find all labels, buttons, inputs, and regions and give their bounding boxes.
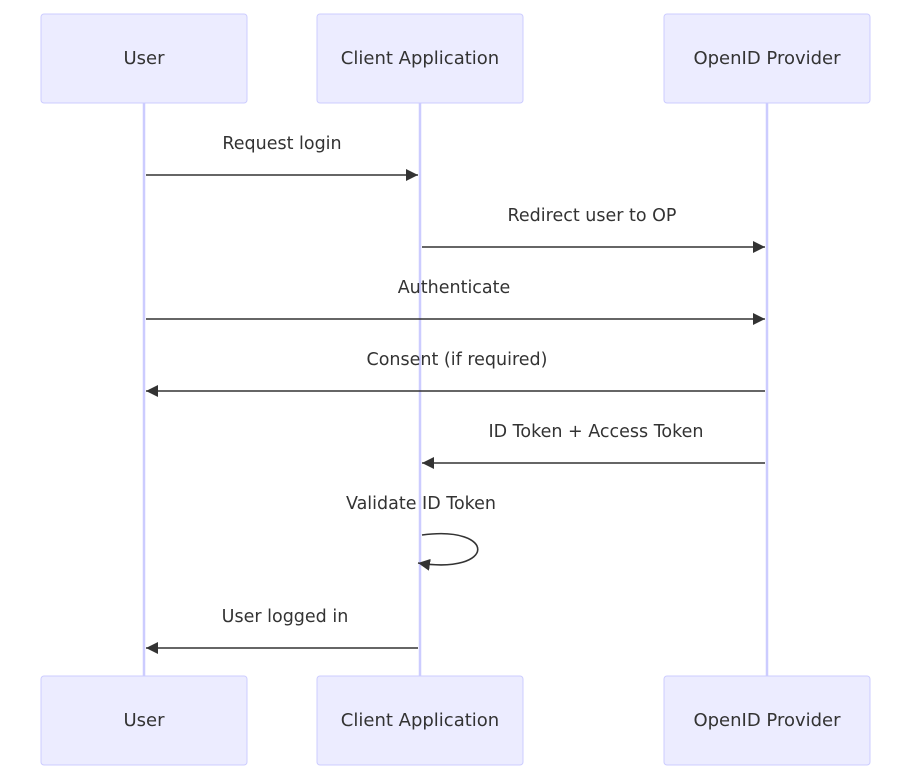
message-label: Consent (if required) xyxy=(367,350,548,370)
message-authenticate: Authenticate xyxy=(146,278,765,325)
message-label: ID Token + Access Token xyxy=(488,422,703,442)
actor-label: User xyxy=(123,48,165,69)
actor-user-top: User xyxy=(40,13,248,104)
actor-client-application-bottom: Client Application xyxy=(316,675,524,766)
actor-openid-provider-top: OpenID Provider xyxy=(663,13,871,104)
message-user-logged-in: User logged in xyxy=(146,607,418,654)
message-consent: Consent (if required) xyxy=(146,350,765,397)
message-label: Redirect user to OP xyxy=(508,206,677,226)
message-label: User logged in xyxy=(222,607,349,627)
message-id-token-access-token: ID Token + Access Token xyxy=(422,422,765,469)
message-request-login: Request login xyxy=(146,134,418,181)
message-validate-id-token: Validate ID Token xyxy=(346,494,496,571)
actor-label: OpenID Provider xyxy=(693,48,841,69)
message-label: Request login xyxy=(222,134,341,154)
message-label: Authenticate xyxy=(398,278,511,298)
actor-label: User xyxy=(123,710,165,731)
actor-user-bottom: User xyxy=(40,675,248,766)
self-loop-arrow xyxy=(417,532,479,571)
message-label: Validate ID Token xyxy=(346,494,496,514)
message-redirect-user-to-op: Redirect user to OP xyxy=(422,206,765,253)
actor-openid-provider-bottom: OpenID Provider xyxy=(663,675,871,766)
actor-label: OpenID Provider xyxy=(693,710,841,731)
actor-client-application-top: Client Application xyxy=(316,13,524,104)
actor-label: Client Application xyxy=(341,710,499,731)
actor-label: Client Application xyxy=(341,48,499,69)
